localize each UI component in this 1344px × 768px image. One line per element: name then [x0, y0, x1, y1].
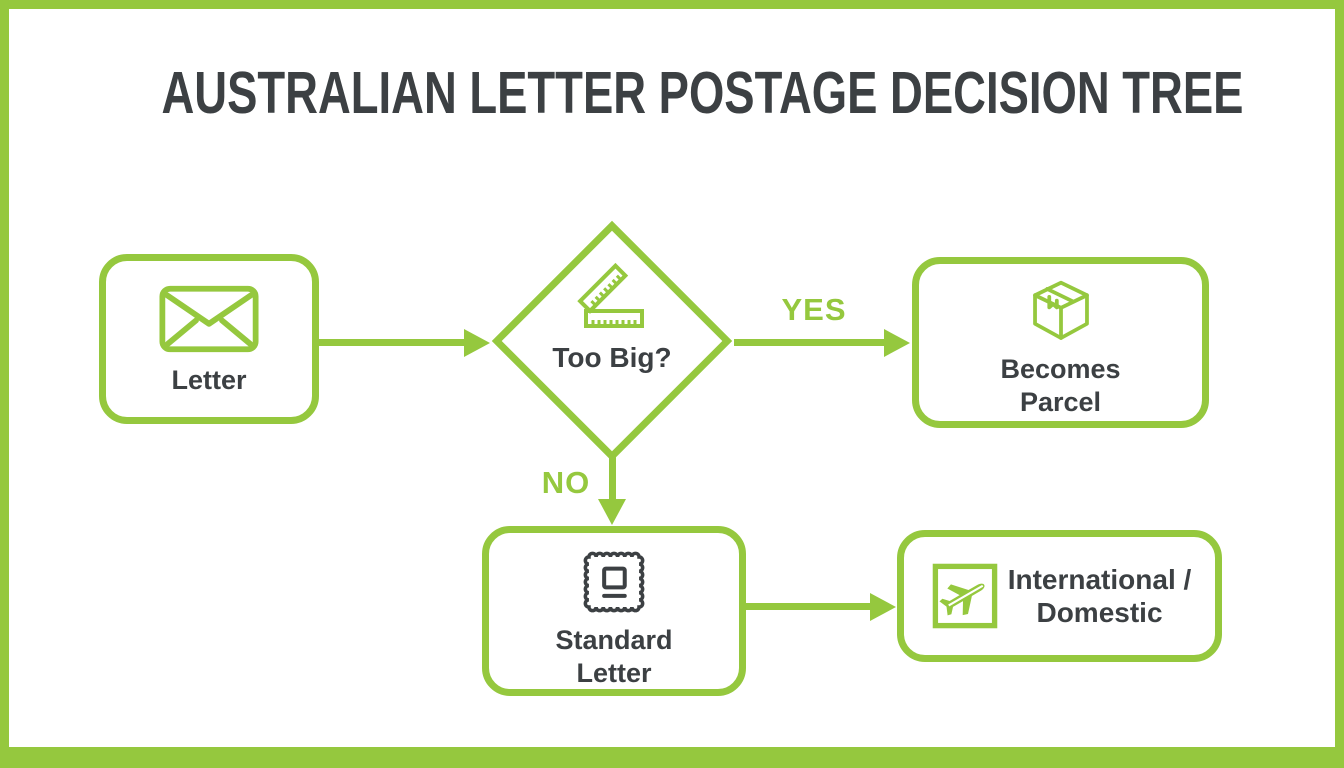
arrow-decision-to-parcel-head	[884, 329, 910, 357]
arrow-letter-to-decision-line	[319, 339, 467, 346]
node-letter: Letter	[99, 254, 319, 424]
node-standard-letter-label-1: Standard	[555, 625, 673, 655]
ruler-icon	[577, 262, 644, 328]
node-becomes-parcel-label-2: Parcel	[1019, 387, 1102, 417]
arrow-letter-to-decision-head	[464, 329, 490, 357]
node-international-domestic-label-1: International /	[1007, 564, 1192, 595]
airplane-icon	[932, 563, 998, 629]
parcel-icon	[1032, 280, 1089, 340]
arrow-decision-to-parcel-line	[734, 339, 886, 346]
edge-label-no: NO	[541, 465, 591, 500]
node-international-domestic-labels: International / Domestic	[998, 563, 1215, 629]
arrow-decision-to-standard-head	[598, 499, 626, 525]
envelope-icon	[159, 285, 259, 353]
node-standard-letter: Standard Letter	[482, 526, 746, 696]
arrow-decision-to-standard-line	[609, 457, 616, 501]
node-becomes-parcel-label-1: Becomes	[1000, 354, 1121, 384]
edge-label-yes: YES	[781, 292, 847, 327]
node-standard-letter-label-2: Letter	[576, 658, 652, 688]
node-letter-label: Letter	[171, 365, 247, 395]
node-international-domestic: International / Domestic	[897, 530, 1222, 662]
arrow-standard-to-international-line	[746, 603, 872, 610]
node-becomes-parcel: Becomes Parcel	[912, 257, 1209, 428]
node-decision-label: Too Big?	[552, 342, 672, 373]
node-decision: Too Big?	[512, 262, 712, 374]
stamp-icon	[583, 551, 645, 613]
page-title: AUSTRALIAN LETTER POSTAGE DECISION TREE	[161, 60, 1244, 126]
node-international-domestic-label-2: Domestic	[1036, 597, 1163, 628]
arrow-standard-to-international-head	[870, 593, 896, 621]
